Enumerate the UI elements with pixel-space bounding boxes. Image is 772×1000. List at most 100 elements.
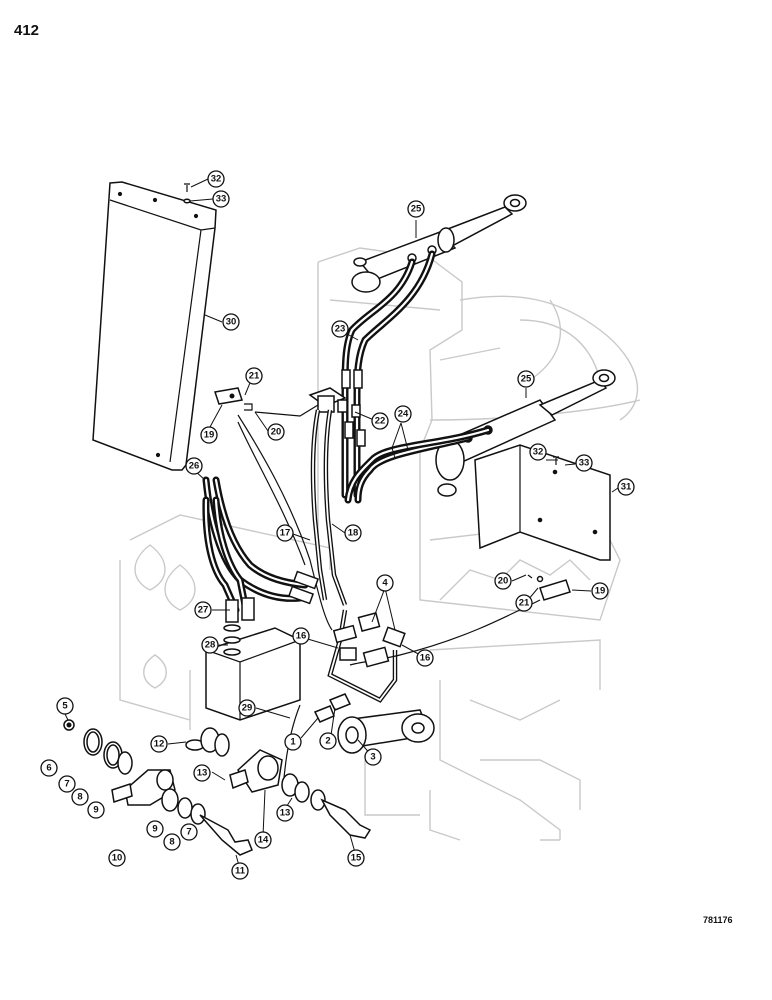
callouts: 32 33 30 25 25 23 24 22 21 20 19 26 32 3… [40,170,635,880]
svg-text:13: 13 [280,808,291,819]
callout-21-right: 21 [515,594,533,612]
callout-24: 24 [394,405,412,423]
svg-text:6: 6 [46,763,51,774]
screw-washer-top [183,183,191,204]
callout-27: 27 [194,601,212,619]
svg-text:14: 14 [258,835,269,846]
svg-text:5: 5 [62,701,68,712]
svg-text:25: 25 [411,204,422,215]
svg-text:22: 22 [375,416,386,427]
svg-text:32: 32 [533,447,544,458]
callout-7-right: 7 [180,823,198,841]
callout-13-left: 13 [193,764,211,782]
svg-text:4: 4 [382,578,388,589]
svg-text:1: 1 [290,737,296,748]
callout-31: 31 [617,478,635,496]
svg-text:32: 32 [211,174,222,185]
callout-23: 23 [331,320,349,338]
svg-text:11: 11 [235,866,246,877]
hoses-left [202,476,320,614]
svg-text:2: 2 [325,736,330,747]
callout-1: 1 [284,733,302,751]
callout-28: 28 [201,636,219,654]
callout-20-left: 20 [267,423,285,441]
svg-text:17: 17 [280,528,291,539]
callout-16-right: 16 [416,649,434,667]
callout-4: 4 [376,574,394,592]
callout-29: 29 [238,699,256,717]
svg-text:26: 26 [189,461,200,472]
svg-text:19: 19 [204,430,215,441]
clip-right [527,574,571,601]
svg-text:10: 10 [112,853,123,864]
callout-32-top: 32 [207,170,225,188]
callout-30: 30 [222,313,240,331]
svg-text:15: 15 [351,853,362,864]
callout-12: 12 [150,735,168,753]
callout-8-left: 8 [71,788,89,806]
callout-8-right: 8 [163,833,181,851]
page-number: 412 [14,22,40,39]
svg-text:8: 8 [77,792,82,803]
callout-6: 6 [40,759,58,777]
callout-3: 3 [364,748,382,766]
svg-text:8: 8 [169,837,174,848]
callout-14: 14 [254,831,272,849]
callout-22: 22 [371,412,389,430]
svg-text:27: 27 [198,605,209,616]
callout-25-lower: 25 [517,370,535,388]
svg-text:24: 24 [398,409,409,420]
callout-9-right: 9 [146,820,164,838]
svg-text:20: 20 [271,427,282,438]
callout-26: 26 [185,457,203,475]
svg-text:33: 33 [579,458,590,469]
background-frame [119,247,641,841]
svg-text:19: 19 [595,586,606,597]
svg-text:33: 33 [216,194,227,205]
svg-text:20: 20 [498,576,509,587]
svg-text:3: 3 [370,752,375,763]
svg-text:31: 31 [621,482,632,493]
svg-text:28: 28 [205,640,216,651]
callout-9-left: 9 [87,801,105,819]
cylinder-lower [435,369,616,497]
svg-text:13: 13 [197,768,208,779]
callout-10: 10 [108,849,126,867]
svg-text:25: 25 [521,374,532,385]
shield-panel [92,181,217,471]
callout-5: 5 [56,697,74,715]
callout-18: 18 [344,524,362,542]
callout-2: 2 [319,732,337,750]
svg-text:23: 23 [335,324,346,335]
svg-text:7: 7 [186,827,191,838]
callout-33-right: 33 [575,454,593,472]
callout-21-left: 21 [245,367,263,385]
callout-17: 17 [276,524,294,542]
callout-25-top: 25 [407,200,425,218]
callout-32-right: 32 [529,443,547,461]
callout-11: 11 [231,862,249,880]
svg-text:21: 21 [249,371,260,382]
callout-7-left: 7 [58,775,76,793]
drawing-code: 781176 [703,915,733,925]
exploded-parts [63,719,372,856]
svg-text:9: 9 [152,824,157,835]
svg-text:12: 12 [154,739,165,750]
svg-text:9: 9 [93,805,98,816]
svg-text:29: 29 [242,703,253,714]
callout-19-right: 19 [591,582,609,600]
callout-13-right: 13 [276,804,294,822]
manifold-block [205,597,301,721]
callout-33-top: 33 [212,190,230,208]
svg-text:16: 16 [420,653,431,664]
hoses-upper [341,250,492,504]
callout-19-left: 19 [200,426,218,444]
svg-text:7: 7 [64,779,69,790]
svg-text:30: 30 [226,317,237,328]
svg-text:21: 21 [519,598,530,609]
clip-left [214,387,253,411]
svg-text:16: 16 [296,631,307,642]
swivel-joint [282,693,435,791]
callout-15: 15 [347,849,365,867]
